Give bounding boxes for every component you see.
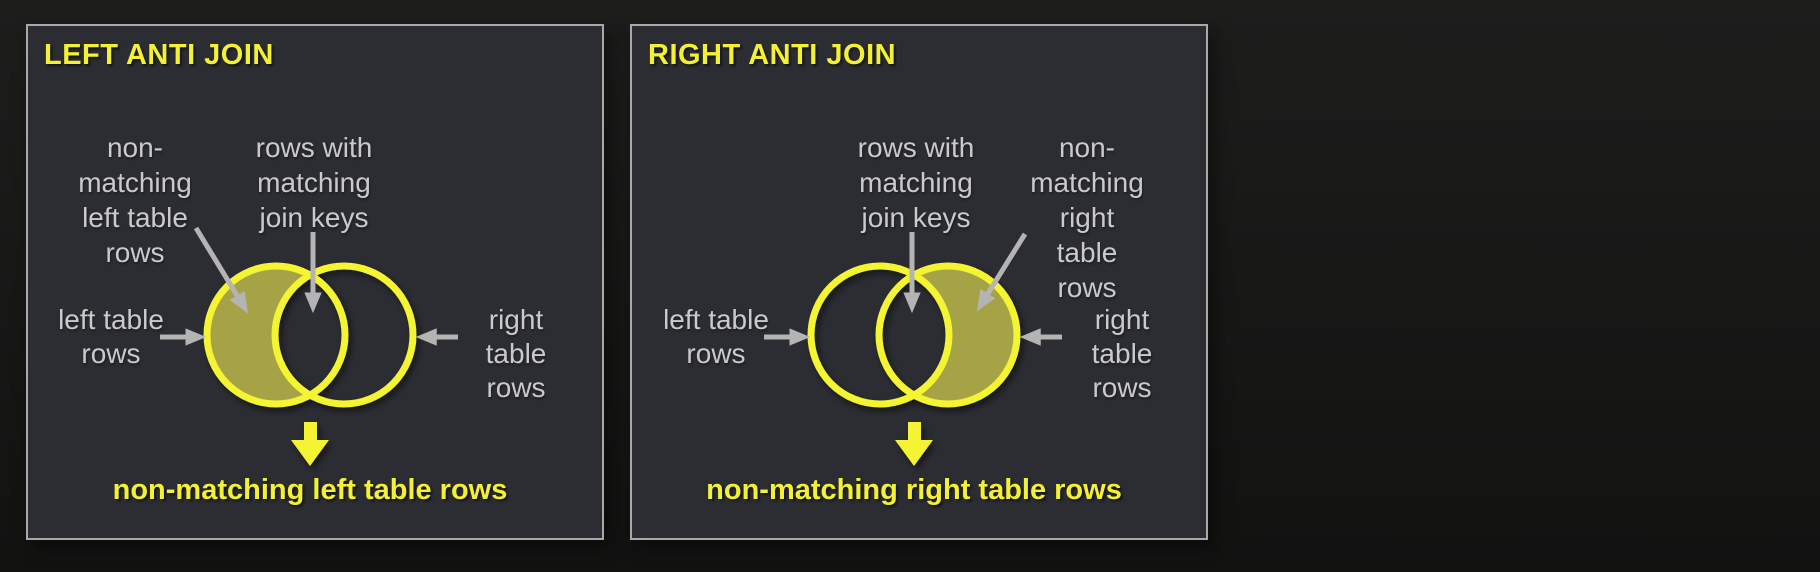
pointer-arrows [764, 232, 1062, 346]
annotation-right-table-rows: right table rows [485, 304, 547, 403]
annotation-nonmatching-left-rows: non- matching left table rows [78, 132, 192, 268]
left-table-circle [203, 262, 349, 408]
result-label: non-matching left table rows [112, 474, 508, 506]
panel-right-anti-join: RIGHT ANTI JOIN rows with matching join … [630, 24, 1208, 540]
annotation-left-table-rows: left table rows [58, 304, 164, 369]
venn-diagram-left-anti-join [160, 226, 458, 466]
panel-title: RIGHT ANTI JOIN [648, 39, 897, 71]
annotation-right-table-rows: right table rows [1091, 304, 1153, 403]
annotation-left-table-rows: left table rows [663, 304, 769, 369]
left-table-circle [807, 262, 953, 408]
arrow-to-right-crescent [976, 232, 1028, 312]
venn-diagram-right-anti-join [764, 232, 1062, 466]
arrow-to-left-crescent [193, 226, 249, 314]
down-arrow-icon [895, 422, 933, 466]
result-label: non-matching right table rows [706, 474, 1122, 506]
down-arrow-icon [291, 422, 329, 466]
annotation-matching-join-keys: rows with matching join keys [857, 132, 975, 233]
pointer-arrows [160, 226, 458, 346]
panel-left-anti-join: LEFT ANTI JOIN non- matching left table … [26, 24, 604, 540]
annotation-nonmatching-right-rows: non- matching right table rows [1030, 132, 1144, 303]
panel-title: LEFT ANTI JOIN [44, 39, 274, 71]
right-table-circle [875, 262, 1021, 408]
right-table-circle [271, 262, 417, 408]
annotation-matching-join-keys: rows with matching join keys [255, 132, 373, 233]
